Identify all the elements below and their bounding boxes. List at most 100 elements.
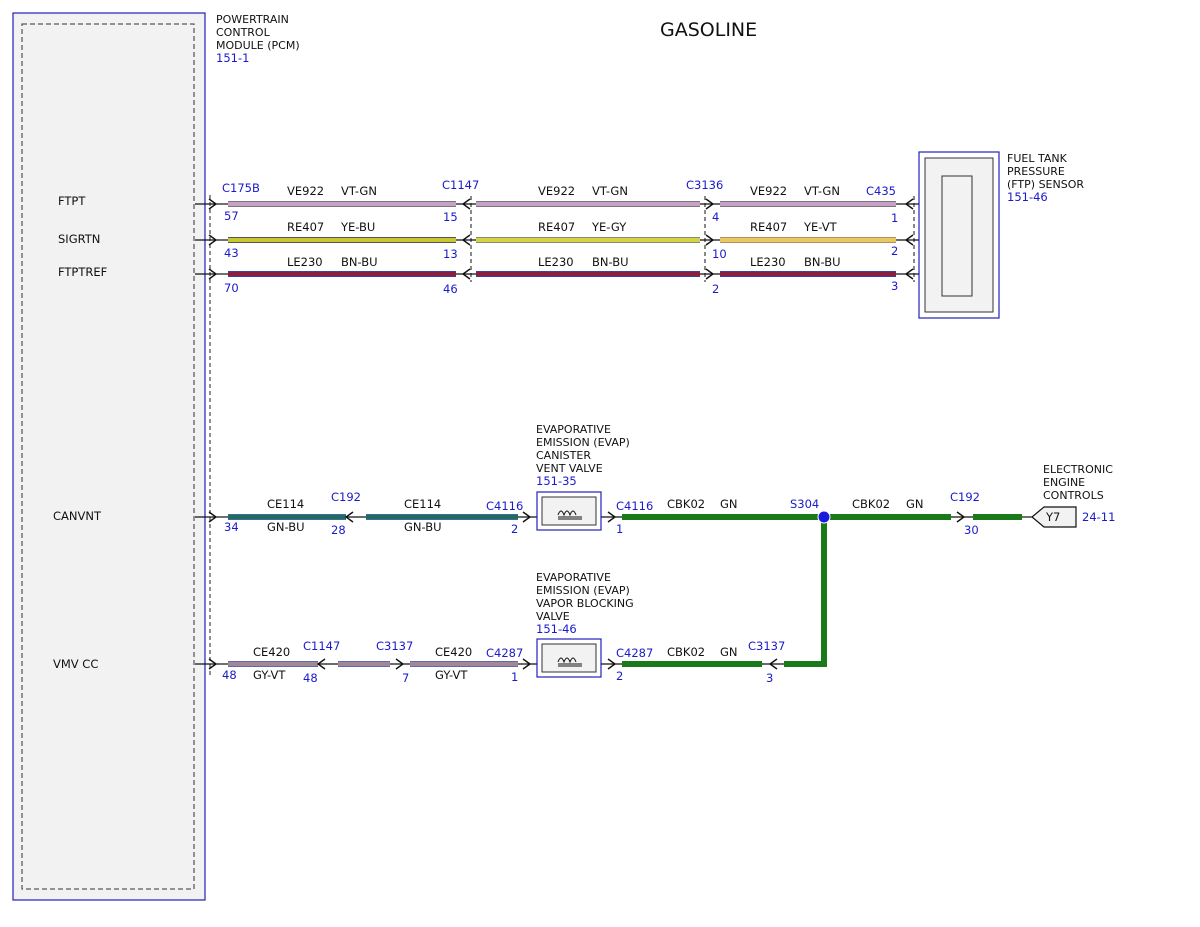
wire-color: VT-GN (592, 184, 628, 198)
pin-label-ftpt: FTPT (58, 194, 86, 208)
wire-color: GN (720, 497, 738, 511)
connector-c4116-left: C4116 (486, 499, 523, 513)
pin-number: 43 (224, 246, 239, 260)
connector-c192-left: C192 (331, 490, 361, 504)
wire-color: GY-VT (253, 668, 286, 682)
wire-label: CE114 (404, 497, 441, 511)
pin-number: 57 (224, 209, 239, 223)
connector-c4287-left: C4287 (486, 646, 523, 660)
wire-label: RE407 (750, 220, 787, 234)
pin-number: 10 (712, 247, 727, 261)
wire-label: RE407 (287, 220, 324, 234)
pin-number: 4 (712, 210, 719, 224)
pin-number: 2 (891, 244, 898, 258)
pcm-label-line2: CONTROL (216, 26, 271, 39)
connector-c1147-bottom: C1147 (303, 639, 340, 653)
pin-number: 2 (511, 522, 518, 536)
evap-vapor-blocking-valve (536, 638, 602, 678)
pin-number: 46 (443, 282, 458, 296)
eec-ref: 24-11 (1082, 510, 1115, 524)
pin-label-sigrtn: SIGRTN (58, 232, 100, 246)
eec-tag-label: Y7 (1045, 510, 1060, 524)
wire-color: GN-BU (404, 520, 442, 534)
eec-tag (1031, 506, 1077, 528)
wire-label: CBK02 (852, 497, 890, 511)
wire-color: BN-BU (592, 255, 629, 269)
vent-valve-label-line2: EMISSION (EVAP) (536, 436, 630, 449)
pin-number: 2 (712, 282, 719, 296)
pin-number: 1 (511, 670, 518, 684)
splice-label: S304 (790, 497, 819, 511)
wire-color: GN (906, 497, 924, 511)
connector-c1147-top: C1147 (442, 178, 479, 192)
ftp-label-line3: (FTP) SENSOR (1007, 178, 1084, 191)
ftp-label-line2: PRESSURE (1007, 165, 1065, 178)
pin-label-canvnt: CANVNT (53, 509, 102, 523)
wire-label: CBK02 (667, 497, 705, 511)
ftp-sensor (918, 151, 1000, 319)
wire-label: RE407 (538, 220, 575, 234)
vent-valve-label-line1: EVAPORATIVE (536, 423, 611, 436)
wire-label: VE922 (538, 184, 575, 198)
wire-color: YE-GY (591, 220, 627, 234)
wire-color: BN-BU (341, 255, 378, 269)
vapor-valve-label-line4: VALVE (536, 610, 570, 623)
vapor-valve-ref: 151-46 (536, 622, 577, 636)
pin-number: 28 (331, 523, 346, 537)
connector-c192-right: C192 (950, 490, 980, 504)
wire-label: VE922 (287, 184, 324, 198)
connector-c435: C435 (866, 184, 896, 198)
eec-label-line2: ENGINE (1043, 476, 1085, 489)
wire-label: LE230 (287, 255, 323, 269)
eec-label-line1: ELECTRONIC (1043, 463, 1113, 476)
wire-color: YE-BU (340, 220, 375, 234)
pin-number: 3 (766, 671, 773, 685)
pin-number: 15 (443, 210, 458, 224)
wire-color: BN-BU (804, 255, 841, 269)
connector-c3137-left: C3137 (376, 639, 413, 653)
pcm-label-line3: MODULE (PCM) (216, 39, 300, 52)
pin-label-vmvcc: VMV CC (53, 657, 98, 671)
pcm-ref: 151-1 (216, 51, 249, 65)
pin-number: 30 (964, 523, 979, 537)
evap-vent-valve (536, 491, 602, 531)
pin-number: 48 (303, 671, 318, 685)
wire-label: CE420 (435, 645, 472, 659)
vent-valve-ref: 151-35 (536, 474, 577, 488)
pin-number: 1 (616, 522, 623, 536)
connector-c4287-right: C4287 (616, 646, 653, 660)
pin-number: 34 (224, 520, 239, 534)
connector-c3136: C3136 (686, 178, 723, 192)
ftp-label-line1: FUEL TANK (1007, 152, 1068, 165)
wire-label: CE420 (253, 645, 290, 659)
vent-valve-label-line3: CANISTER (536, 449, 591, 462)
pin-number: 48 (222, 668, 237, 682)
pcm-label-line1: POWERTRAIN (216, 13, 289, 26)
wire-color: VT-GN (804, 184, 840, 198)
connector-c3137-right: C3137 (748, 639, 785, 653)
pin-number: 70 (224, 281, 239, 295)
wire-color: GN-BU (267, 520, 305, 534)
vapor-valve-label-line2: EMISSION (EVAP) (536, 584, 630, 597)
splice-s304-dot (817, 510, 831, 524)
eec-label-line3: CONTROLS (1043, 489, 1104, 502)
wire-label: CBK02 (667, 645, 705, 659)
vapor-valve-label-line3: VAPOR BLOCKING (536, 597, 634, 610)
pin-number: 13 (443, 247, 458, 261)
ftp-ref: 151-46 (1007, 190, 1048, 204)
pin-number: 1 (891, 211, 898, 225)
wire-color: GY-VT (435, 668, 468, 682)
connector-c175b: C175B (222, 181, 260, 195)
pin-label-ftptref: FTPTREF (58, 265, 107, 279)
wire-label: CE114 (267, 497, 304, 511)
connector-c4116-right: C4116 (616, 499, 653, 513)
diagram-title: GASOLINE (660, 19, 757, 41)
wire-color: YE-VT (803, 220, 838, 234)
pin-number: 7 (402, 671, 409, 685)
wire-color: VT-GN (341, 184, 377, 198)
vapor-valve-label-line1: EVAPORATIVE (536, 571, 611, 584)
wire-color: GN (720, 645, 738, 659)
pcm-module (12, 12, 211, 901)
wire-label: LE230 (750, 255, 786, 269)
